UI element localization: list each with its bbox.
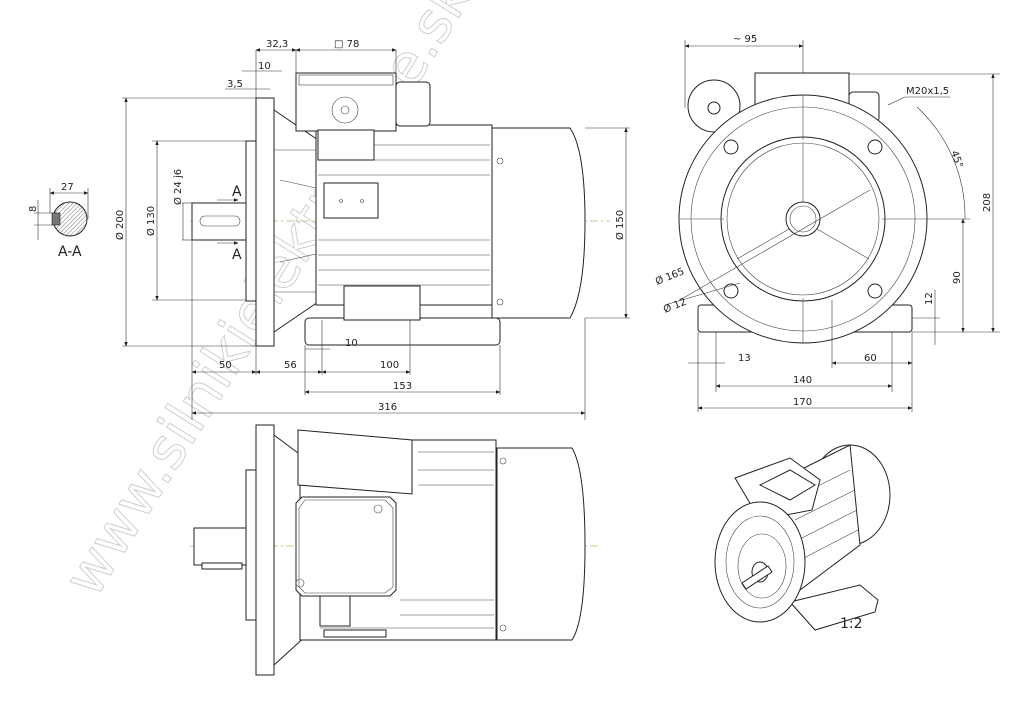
dim-13: 13 [738,353,751,364]
dim-dia-165: Ø 165 [654,265,686,287]
dim-10-bottom: 10 [345,338,358,349]
dim-50: 50 [219,360,232,371]
dim-153: 153 [393,381,412,392]
dim-56: 56 [284,360,297,371]
dim-dia-12: Ø 12 [662,296,689,316]
dim-approx-95: ~ 95 [733,34,757,45]
top-view [190,424,600,676]
section-a-a: 27 8 A-A [28,182,89,260]
dim-3-5: 3,5 [227,79,243,90]
section-mark-bottom: A [232,247,242,263]
dim-316: 316 [378,402,397,413]
dim-170: 170 [793,397,812,408]
section-mark-top: A [232,184,242,200]
dim-dia-130: Ø 130 [145,206,157,236]
section-width-dim: 27 [61,182,74,193]
dim-square-78: □ 78 [334,39,359,50]
side-view-dimensions: 32,3 □ 78 10 3,5 Ø 200 Ø 130 Ø 24 j6 A A… [114,39,630,420]
dim-dia-200: Ø 200 [114,210,126,240]
scale-label: 1:2 [840,616,863,632]
dim-12-height: 12 [924,292,935,305]
dim-140: 140 [793,375,812,386]
dim-60: 60 [864,353,877,364]
side-view [190,72,610,347]
dim-208: 208 [982,193,993,212]
front-view [678,72,928,344]
section-key-dim: 8 [28,206,39,212]
dim-dia-24: Ø 24 j6 [172,169,184,205]
dim-10-top: 10 [258,61,271,72]
bolt-holes [723,139,883,299]
dim-32-3: 32,3 [266,39,288,50]
dim-100: 100 [380,360,399,371]
angle-45: 45° [948,149,964,169]
dim-90: 90 [952,271,963,284]
isometric-view: 1:2 [714,444,891,632]
section-label: A-A [58,244,82,260]
dim-dia-150: Ø 150 [614,210,626,240]
thread-label: M20x1,5 [906,86,949,97]
